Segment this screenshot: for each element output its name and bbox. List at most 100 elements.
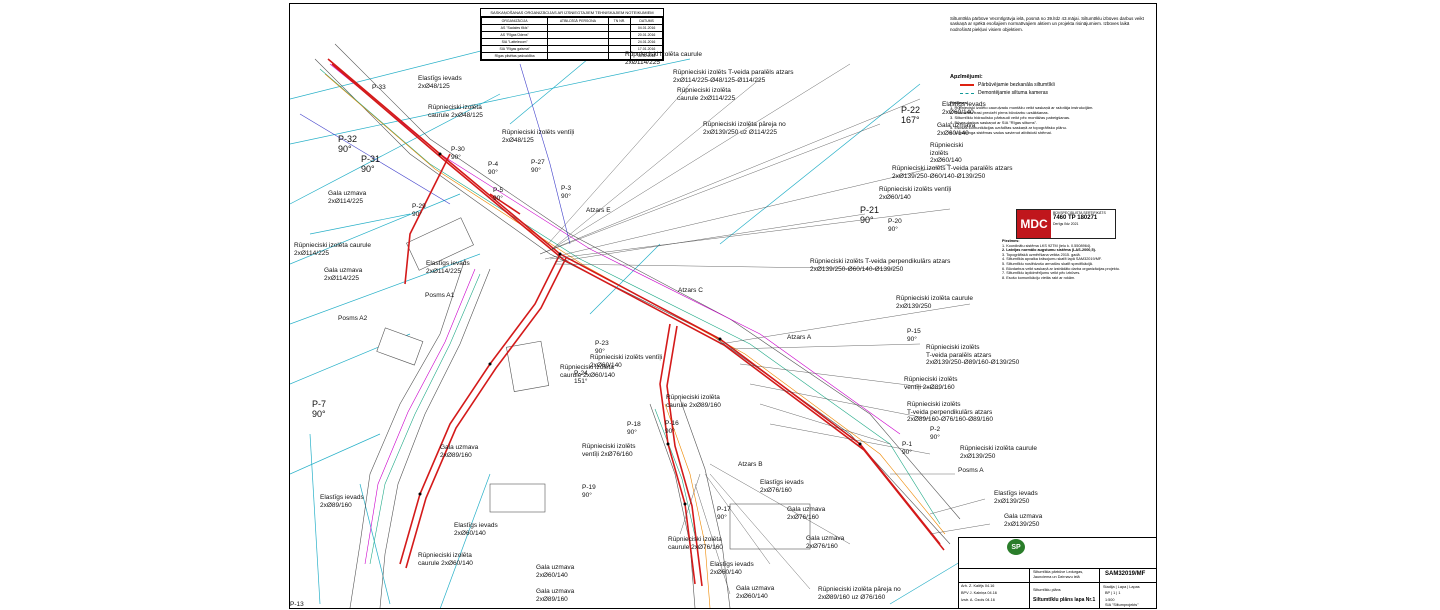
sheet-info-headers: Stadija | Lapa | Lapas (1103, 585, 1140, 589)
mdc-logo: MDC (1017, 210, 1051, 238)
sheet-info-values: BP | 1 | 1 (1105, 591, 1121, 595)
map-label: Rūpnieciski izolēts T-veida perpendikulā… (810, 258, 951, 273)
approval-table: SASKAŅOŠANAS ORGANIZĀCIJAS AR IZSNIEGTAJ… (480, 8, 664, 61)
cadastral-lines (290, 15, 991, 608)
road-edges (314, 43, 961, 608)
role-row: BPV J. Kalniņa 04.16 (961, 591, 997, 595)
certification-stamp: MDC BŪVSPECIĀLISTA SERTIFIKĀTS 7460 TP 1… (1016, 209, 1116, 239)
company-logo: SP (1007, 539, 1025, 555)
legend-item: Pārbūvējamie bezkanāla siltumtīkli (960, 82, 1150, 88)
approval-col-org: ORGANIZĀCIJA (480, 17, 549, 25)
legend-title: Apzīmējumi: (950, 74, 983, 80)
legend: Apzīmējumi: Pārbūvējamie bezkanāla siltu… (950, 74, 1150, 135)
company-name: SIA "Siltumprojekts" (1105, 603, 1139, 607)
scale: 1:500 (1105, 598, 1115, 602)
title-block: SP Siltumtīkla pārbūve Ledurgas, Jauncie… (958, 537, 1156, 608)
coordinate-notes: Piezīmes: 1. Koordinātu sistēma LKS 92TM… (1002, 239, 1120, 280)
map-label: Atzars E (586, 207, 611, 214)
map-label: P-33 (372, 84, 386, 91)
legend-notes: Piezīmes: 1. Rūpnieciski izolēto cauruļv… (950, 100, 1094, 135)
map-label: Atzars A (787, 334, 812, 341)
map-label: Rūpnieciski izolēts T-veida paralēls atz… (673, 69, 794, 84)
role-row: Arh. Z. Kalējs 04.16 (961, 584, 995, 588)
leader-lines (539, 63, 991, 595)
map-label: Atzars C (678, 287, 703, 294)
map-label: Posms A2 (338, 315, 368, 322)
approval-col-tn: TN NR. (607, 17, 632, 25)
table-row: AS "Sadales tīkls"04.01.2016 (480, 24, 663, 32)
map-label: Rūpnieciski izolēts T-veida paralēls atz… (892, 165, 1013, 180)
general-notes: Siltumtīkla pārbūve Vecmīlgrāvja ielā, p… (950, 16, 1144, 32)
approval-col-date: DATUMS (630, 17, 663, 25)
sheet-name: Siltumtīklu plāns lapa Nr.1 (1033, 597, 1096, 603)
table-row: SIA "Lattelecom"24.01.2016 (480, 38, 663, 46)
utility-lines (299, 63, 946, 608)
map-label: Posms A (958, 467, 984, 474)
pipe-nodes (418, 152, 862, 506)
map-label: Atzars B (738, 461, 763, 468)
approval-col-person: ATBILDĪGĀ PERSONA (547, 17, 609, 25)
drawing-code: SAM32019/MF (1105, 571, 1146, 577)
role-row: Izstr. A. Ozols 04.16 (961, 598, 995, 602)
table-row: AS "Rīgas Ūdens"20.01.2016 (480, 31, 663, 39)
map-label: Posms A1 (425, 292, 455, 299)
project-title: Siltumtīkla pārbūve Ledurgas, Jaunciema … (1033, 570, 1084, 579)
site-plan-map[interactable] (290, 4, 1156, 608)
drawing-sheet: SASKAŅOŠANAS ORGANIZĀCIJAS AR IZSNIEGTAJ… (289, 3, 1157, 609)
red-line-swatch (960, 84, 974, 86)
drawing-name: Siltumtīklu plāns (1033, 588, 1061, 592)
